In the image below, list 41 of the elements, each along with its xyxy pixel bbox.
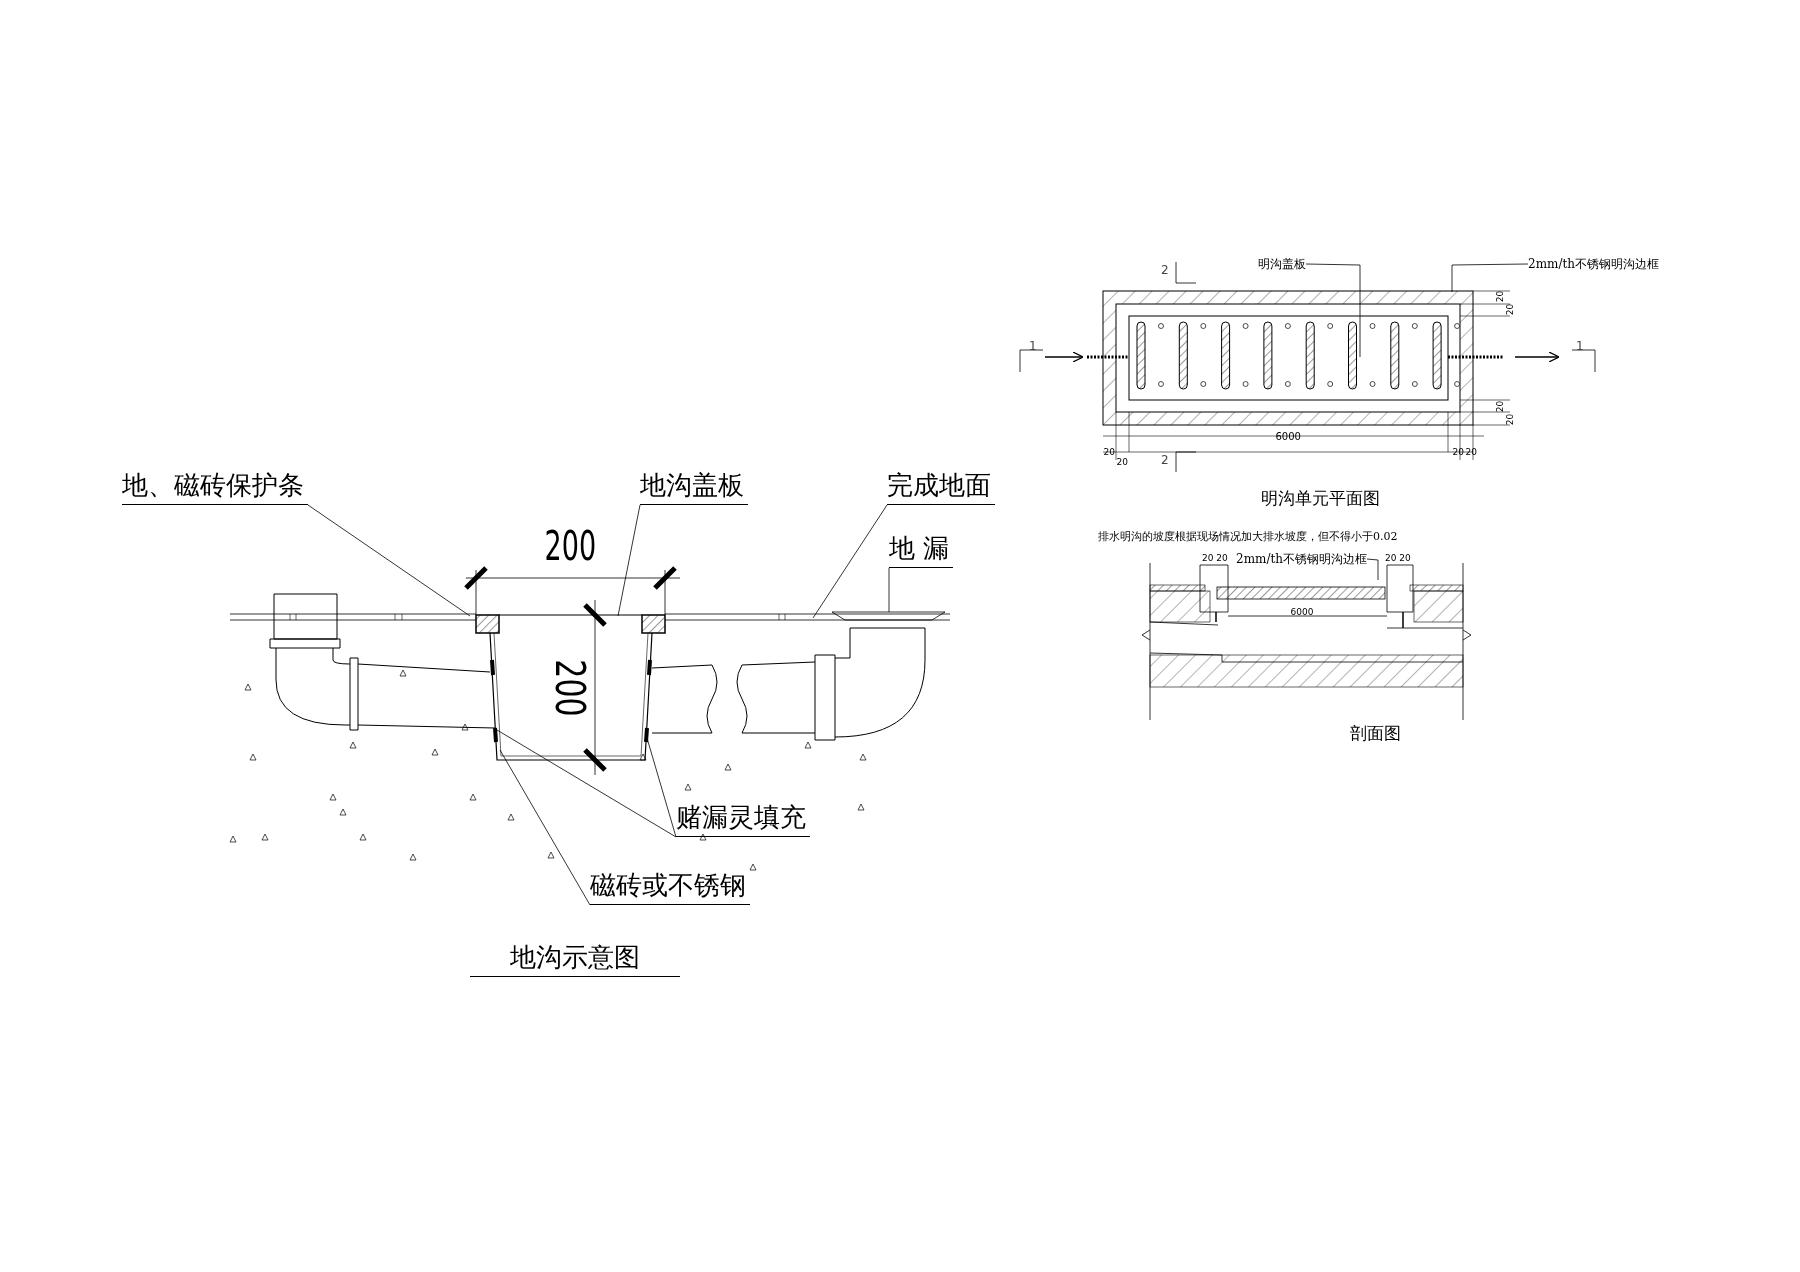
drawing-title: 明沟单元平面图 xyxy=(1260,489,1380,507)
leader-line xyxy=(499,749,591,906)
dimension-text: 200 xyxy=(550,659,591,717)
dimension-text: 20 xyxy=(1495,290,1505,302)
callout-label: 2mm/th不锈钢明沟边框 xyxy=(1236,553,1367,565)
dimension-text: 20 xyxy=(1465,447,1477,457)
dimension-text: 20 xyxy=(1495,400,1505,412)
dimension-text: 20 20 xyxy=(1202,553,1228,563)
dimension-text: 20 xyxy=(1505,303,1515,315)
leader-line xyxy=(1451,263,1529,293)
callout-label: 赌漏灵填充 xyxy=(676,804,810,837)
dimension-text: 20 xyxy=(1452,447,1464,457)
leader-line xyxy=(888,567,890,613)
dimension-text: 20 20 xyxy=(1385,553,1411,563)
leader-line xyxy=(646,737,677,838)
leader-line xyxy=(1366,558,1379,581)
callout-label: 地沟盖板 xyxy=(640,472,748,505)
dimension-text: 6000 xyxy=(1275,432,1301,442)
dimension-text: 6000 xyxy=(1290,607,1314,617)
leader-line xyxy=(1305,263,1361,358)
dimension-text: 20 xyxy=(1103,447,1115,457)
callout-label: 2mm/th不锈钢明沟边框 xyxy=(1528,258,1659,270)
section-mark: 1 xyxy=(1029,340,1037,352)
note-text: 排水明沟的坡度根据现场情况加大排水坡度，但不得小于0.02 xyxy=(1098,530,1398,542)
section-mark: 2 xyxy=(1161,454,1169,466)
leader-line xyxy=(617,504,641,617)
section-mark: 1 xyxy=(1576,340,1584,352)
callout-label: 地、磁砖保护条 xyxy=(122,472,308,505)
dimension-text: 20 xyxy=(1116,457,1128,467)
callout-label: 明沟盖板 xyxy=(1258,258,1306,270)
leader-line xyxy=(496,729,677,838)
leader-line xyxy=(812,504,888,619)
callout-label: 地 漏 xyxy=(889,535,954,568)
dimension-text: 200 xyxy=(544,526,596,566)
drawing-title: 剖面图 xyxy=(1349,724,1401,742)
section-mark: 2 xyxy=(1161,264,1169,276)
callout-label: 完成地面 xyxy=(887,472,995,505)
drawing-title: 地沟示意图 xyxy=(470,944,680,977)
dimension-text: 20 xyxy=(1505,413,1515,425)
leader-line xyxy=(307,504,471,617)
callout-label: 磁砖或不锈钢 xyxy=(590,872,750,905)
